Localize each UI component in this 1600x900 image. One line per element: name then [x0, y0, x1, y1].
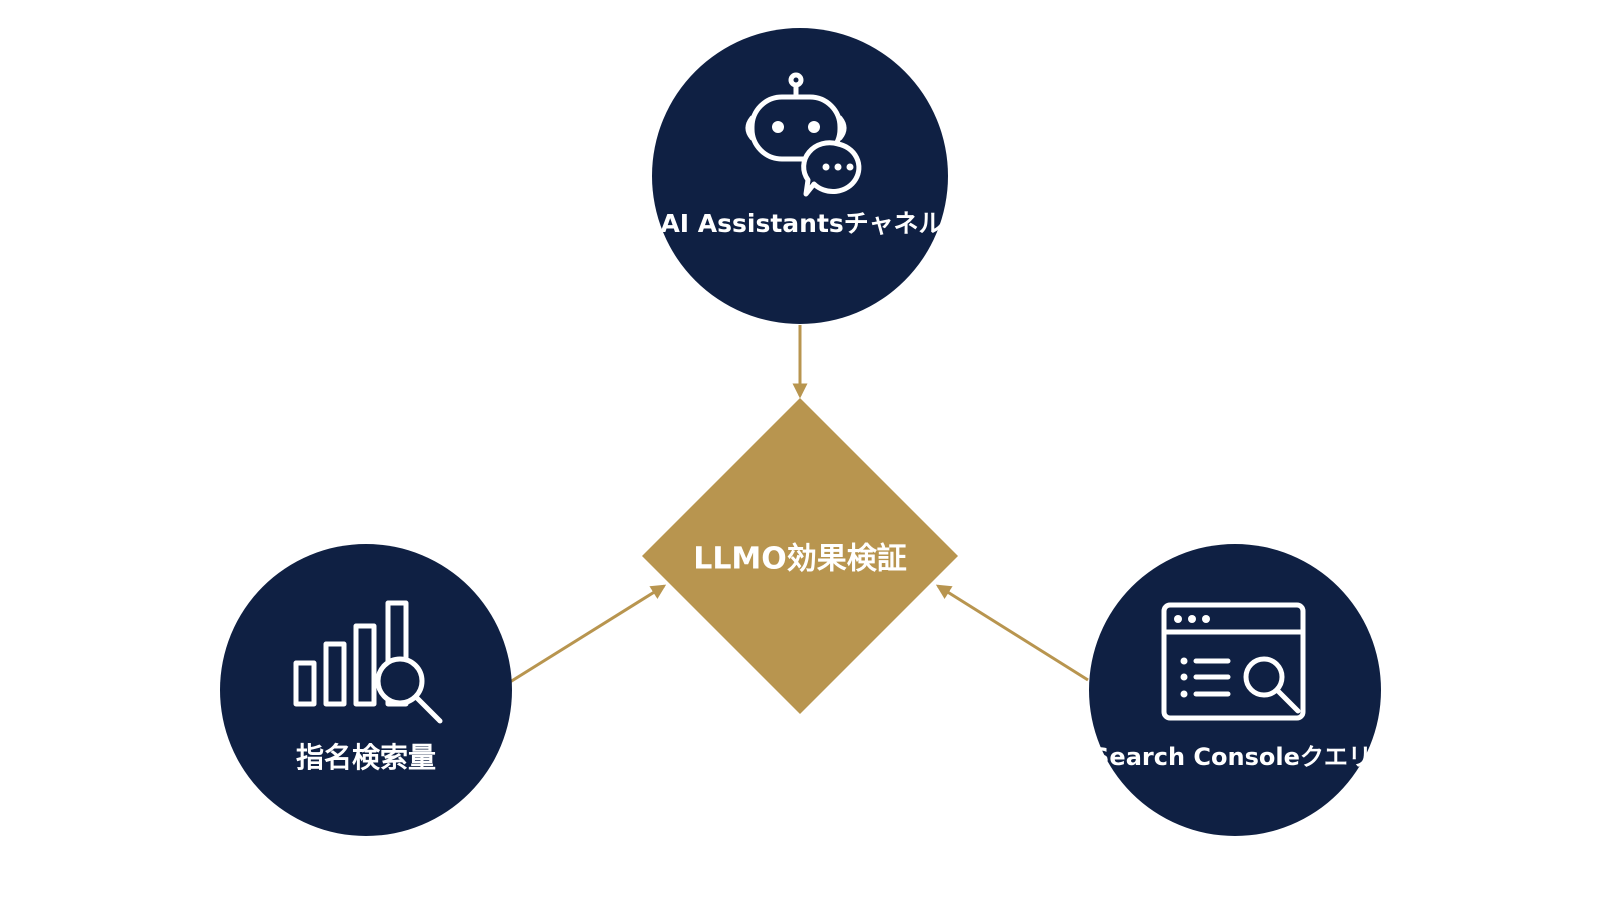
center-node: LLMO効果検証 [642, 398, 958, 714]
node-ai-label: AI Assistantsチャネル [660, 209, 943, 238]
edges [509, 325, 1089, 684]
node-branded-label: 指名検索量 [296, 741, 436, 774]
center-diamond [642, 398, 958, 714]
node-branded-circle [220, 544, 512, 836]
node-ai-assistants: AI Assistantsチャネル [652, 28, 948, 324]
arrow-gsc-to-center [935, 584, 1089, 682]
arrow-branded-to-center [509, 584, 667, 684]
node-search-console: Search Consoleクエリ [1089, 544, 1381, 836]
node-branded-search: 指名検索量 [220, 544, 512, 836]
node-gsc-circle [1089, 544, 1381, 836]
robot-chat-icon [745, 72, 862, 197]
node-gsc-label: Search Consoleクエリ [1092, 743, 1372, 771]
node-ai-circle [652, 28, 948, 324]
bar-chart-search-icon [293, 600, 443, 724]
browser-search-icon [1161, 602, 1306, 721]
center-label: LLMO効果検証 [693, 542, 907, 577]
